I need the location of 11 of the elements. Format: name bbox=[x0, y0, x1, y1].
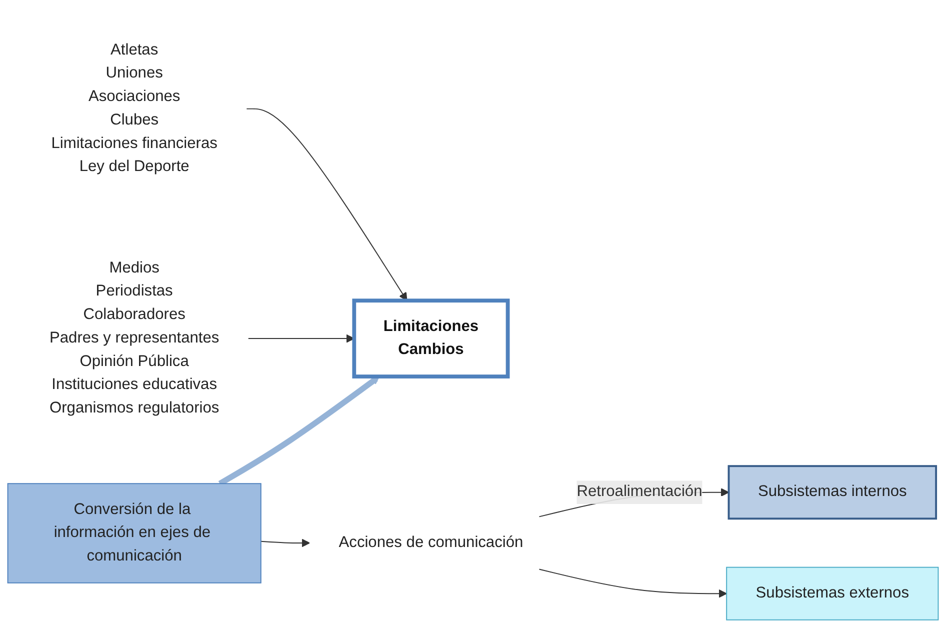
arrow bbox=[260, 538, 310, 548]
node-box: Conversión de la información en ejes de comunicación bbox=[7, 483, 262, 584]
node-box: Limitaciones Cambios bbox=[352, 298, 510, 378]
node-text: Atletas Uniones Asociaciones Clubes Limitaciones financieras Ley del Deporte bbox=[51, 42, 218, 176]
node-text: Acciones de comunicación bbox=[338, 534, 524, 551]
arrow bbox=[246, 108, 408, 301]
arrow bbox=[538, 568, 727, 598]
node-box: Subsistemas internos bbox=[728, 465, 938, 520]
node-box: Subsistemas externos bbox=[726, 566, 939, 620]
edge-label: Retroalimentación bbox=[576, 484, 702, 500]
node-text: Medios Periodistas Colaboradores Padres y representantes Opinión Pública Instituciones educativas Organismos regulatorios bbox=[49, 260, 220, 416]
